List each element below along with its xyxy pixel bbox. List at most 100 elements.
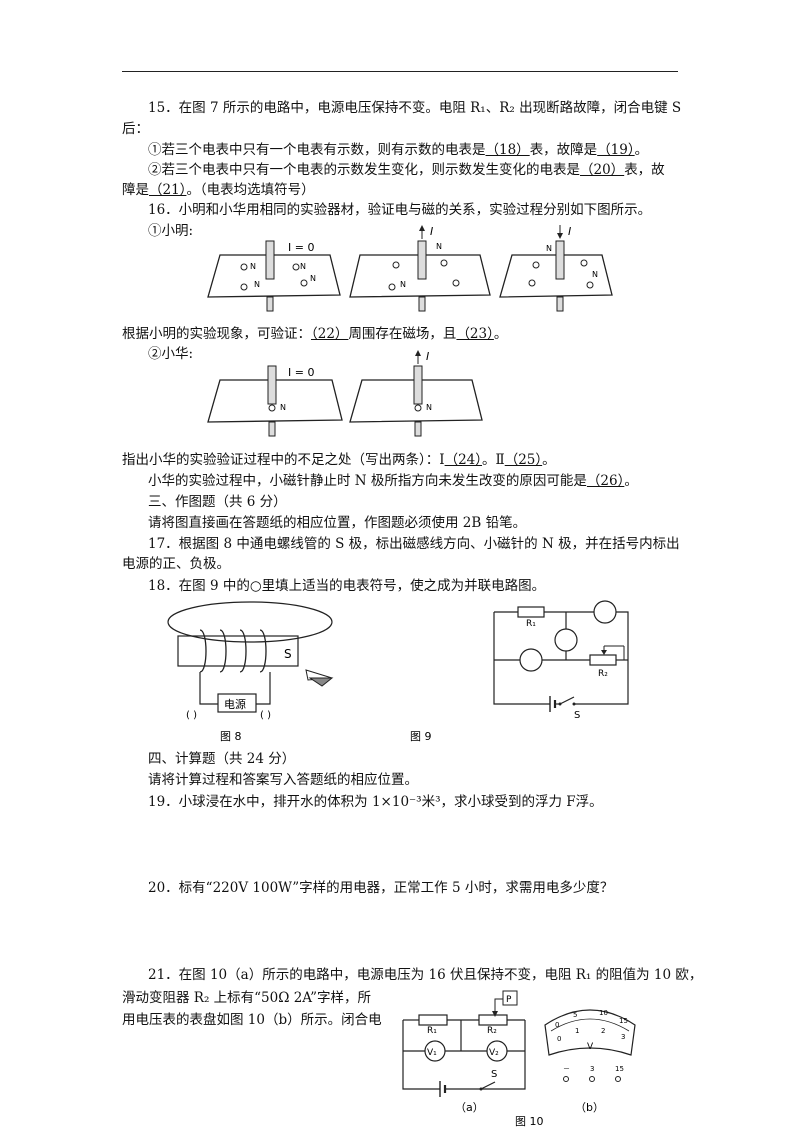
q16-line3: 根据小明的实验现象，可验证：（22）周围存在磁场，且（23）。 [122, 326, 508, 342]
q20-line: 20．标有“220V 100W”字样的用电器，正常工作 5 小时，求需用电多少度… [148, 880, 614, 896]
resistor-r2 [589, 654, 617, 666]
svg-text:10: 10 [599, 1009, 608, 1017]
svg-text:I = 0: I = 0 [288, 366, 314, 379]
section-4-note: 请将计算过程和答案写入答题纸的相应位置。 [148, 772, 418, 788]
blank-18: （18） [485, 142, 530, 158]
svg-text:N: N [400, 280, 406, 289]
q18-line: 18．在图 9 中的○里填上适当的电表符号，使之成为并联电路图。 [148, 578, 546, 594]
svg-text:P: P [506, 995, 512, 1005]
q15-line5: 障是（21）。（电表均选填符号） [122, 182, 315, 198]
meter-circle-3 [519, 648, 543, 672]
q16-line5: 指出小华的实验验证过程中的不足之处（写出两条）：Ⅰ（24）。Ⅱ（25）。 [122, 452, 556, 468]
svg-text:S: S [574, 710, 580, 721]
svg-text:R₂: R₂ [598, 669, 608, 679]
q21-line3: 用电压表的表盘如图 10（b）所示。闭合电 [122, 1012, 382, 1028]
svg-text:R₂: R₂ [487, 1026, 497, 1036]
q15-line2: 后： [122, 121, 149, 137]
svg-text:V: V [587, 1042, 594, 1052]
xiaoming-panel-1: I = 0 N N N N [207, 240, 341, 312]
blank-23: （23） [456, 326, 494, 342]
svg-text:－: － [563, 1065, 570, 1073]
svg-text:S: S [491, 1069, 497, 1080]
meter-circle-2 [554, 628, 578, 652]
svg-text:N: N [436, 242, 442, 251]
power-supply [217, 693, 257, 713]
q15-line1: 15．在图 7 所示的电路中，电源电压保持不变。电阻 R₁、R₂ 出现断路故障，… [148, 100, 682, 116]
blank-25: （25） [504, 452, 543, 468]
svg-text:V₂: V₂ [489, 1048, 499, 1058]
svg-text:I: I [426, 350, 429, 363]
q16-line2: ①小明: [148, 223, 194, 239]
q21-line2: 滑动变阻器 R₂ 上标有“50Ω 2A”字样，所 [122, 990, 371, 1006]
q15-line4: ②若三个电表中只有一个电表的示数发生变化，则示数发生变化的电表是（20）表，故 [148, 162, 665, 178]
blank-19: （19） [597, 142, 635, 158]
svg-text:0: 0 [557, 1035, 561, 1043]
blank-22: （22） [311, 326, 349, 342]
svg-text:N: N [546, 244, 552, 253]
svg-text:( ): ( ) [186, 710, 197, 721]
svg-text:5: 5 [573, 1011, 577, 1019]
svg-text:I: I [568, 225, 571, 238]
figure-8: S 电源 ( ) ( ) 图 8 [167, 601, 334, 743]
svg-text:1: 1 [575, 1027, 579, 1035]
svg-text:15: 15 [619, 1017, 628, 1025]
svg-text:N: N [280, 403, 286, 412]
svg-text:15: 15 [615, 1065, 624, 1073]
xiaohua-figure: I = 0 N I N [207, 350, 483, 437]
svg-text:S: S [284, 647, 292, 661]
svg-text:（b）: （b） [575, 1101, 604, 1114]
svg-text:N: N [310, 274, 316, 283]
svg-text:R₁: R₁ [427, 1026, 437, 1036]
figure-8-caption: 图 8 [220, 730, 242, 743]
svg-text:N: N [254, 280, 260, 289]
svg-text:0: 0 [555, 1021, 559, 1029]
q17-line2: 电源的正、负极。 [122, 556, 230, 572]
figure-9: R₁ R₂ S 图 9 [410, 600, 629, 743]
figure-10-caption: 图 10 [515, 1115, 544, 1128]
q16-line4: ②小华: [148, 346, 194, 362]
xiaoming-panel-2: I N N [349, 225, 491, 312]
meter-circle-1 [593, 600, 617, 624]
svg-text:N: N [426, 403, 432, 412]
q16-line6: 小华的实验过程中，小磁针静止时 N 极所指方向未发生改变的原因可能是（26）。 [148, 473, 638, 489]
q15-line3: ①若三个电表中只有一个电表有示数，则有示数的电表是（18）表，故障是（19）。 [148, 142, 649, 158]
blank-21: （21） [149, 182, 187, 198]
svg-text:N: N [592, 270, 598, 279]
section-3-note: 请将图直接画在答题纸的相应位置，作图题必须使用 2B 铅笔。 [148, 515, 527, 531]
blank-24: （24） [444, 452, 483, 468]
xiaoming-figure: I = 0 N N N N I N N I N N [207, 225, 613, 312]
svg-text:( ): ( ) [260, 710, 271, 721]
figure-10: P R₁ R₂ V₁ V₂ S （a） 0 5 10 15 0 1 [402, 990, 636, 1128]
q16-line1: 16．小明和小华用相同的实验器材，验证电与磁的关系，实验过程分别如下图所示。 [148, 202, 652, 218]
xiaohua-panel-1: I = 0 N [207, 365, 343, 437]
compass-needle-icon [305, 669, 334, 687]
blank-26: （26） [586, 473, 625, 489]
svg-text:I: I [430, 225, 433, 238]
svg-text:N: N [300, 262, 306, 271]
svg-text:3: 3 [590, 1065, 594, 1073]
xiaoming-panel-3: I N N [499, 225, 613, 312]
switch-s [480, 1081, 496, 1090]
figure-9-caption: 图 9 [410, 730, 432, 743]
figure-10b-voltmeter-dial: 0 5 10 15 0 1 2 3 V － 3 15 （b） [544, 1009, 636, 1114]
section-3-heading: 三、作图题（共 6 分） [148, 494, 287, 510]
resistor-r1 [517, 606, 545, 618]
switch-s [559, 696, 575, 705]
header-rule [122, 71, 678, 72]
xiaohua-panel-2: I N [349, 350, 483, 437]
svg-text:R₁: R₁ [526, 619, 536, 629]
q19-line: 19．小球浸在水中，排开水的体积为 1×10⁻³米³，求小球受到的浮力 F浮。 [148, 794, 603, 810]
svg-text:电源: 电源 [224, 697, 246, 711]
svg-text:N: N [250, 262, 256, 271]
blank-20: （20） [580, 162, 625, 178]
section-4-heading: 四、计算题（共 24 分） [148, 751, 296, 767]
svg-text:2: 2 [601, 1027, 605, 1035]
q21-line1: 21．在图 10（a）所示的电路中，电源电压为 16 伏且保持不变，电阻 R₁ … [148, 967, 703, 983]
svg-text:V₁: V₁ [427, 1048, 437, 1058]
svg-text:（a）: （a） [455, 1101, 484, 1114]
solenoid [177, 635, 299, 667]
svg-text:I = 0: I = 0 [288, 241, 314, 254]
figure-10a-circuit: P R₁ R₂ V₁ V₂ S （a） [402, 990, 526, 1114]
q17-line1: 17．根据图 8 中通电螺线管的 S 极，标出磁感线方向、小磁针的 N 极，并在… [148, 536, 680, 552]
svg-text:3: 3 [621, 1033, 625, 1041]
